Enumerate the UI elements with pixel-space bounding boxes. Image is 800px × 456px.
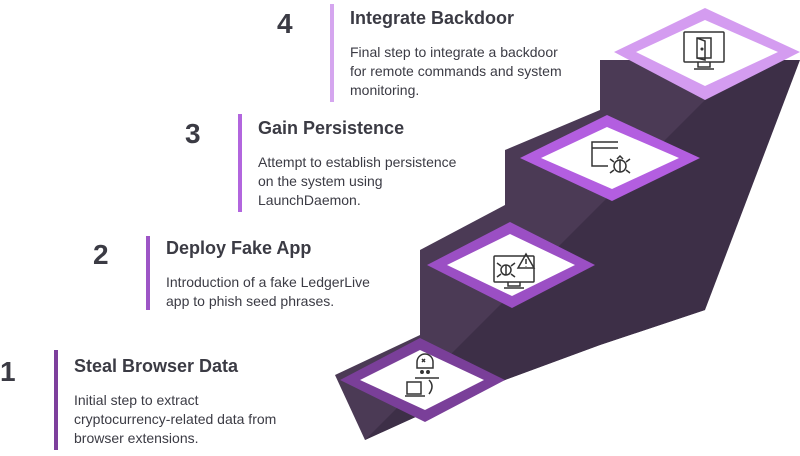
step-description: Introduction of a fake LedgerLive app to… xyxy=(166,273,370,311)
step-number: 3 xyxy=(185,118,201,149)
step-description-line: browser extensions. xyxy=(74,430,199,446)
step-description-line: app to phish seed phrases. xyxy=(166,293,335,309)
step-tile-3 xyxy=(520,115,700,201)
step-number: 2 xyxy=(93,239,109,270)
step-description-line: LaunchDaemon. xyxy=(258,192,361,208)
step-description-line: Final step to integrate a backdoor xyxy=(350,44,558,60)
step-accent-bar xyxy=(238,114,242,212)
step-description: Initial step to extract cryptocurrency-r… xyxy=(74,391,276,448)
step-accent-bar xyxy=(146,236,150,310)
block-side xyxy=(705,60,800,310)
step-title: Integrate Backdoor xyxy=(350,8,515,28)
step-tile-2 xyxy=(427,222,595,308)
step-description-line: on the system using xyxy=(258,173,383,189)
monitor-door-icon xyxy=(683,31,725,70)
monitor-bug-warning-icon xyxy=(493,252,536,289)
step-title: Deploy Fake App xyxy=(166,238,312,258)
step-tile-1 xyxy=(340,338,505,422)
step-description-line: Introduction of a fake LedgerLive xyxy=(166,274,370,290)
step-description: Attempt to establish persistence on the … xyxy=(258,153,456,210)
step-description-line: for remote commands and system xyxy=(350,63,562,79)
step-title: Steal Browser Data xyxy=(74,356,239,376)
step-description: Final step to integrate a backdoor for r… xyxy=(350,43,562,100)
step-accent-bar xyxy=(54,350,58,450)
step-number: 1 xyxy=(0,356,16,387)
step-description-line: cryptocurrency-related data from xyxy=(74,411,277,427)
window-bug-icon xyxy=(591,141,631,174)
step-description-line: Attempt to establish persistence xyxy=(258,154,457,170)
step-accent-bar xyxy=(330,4,334,102)
step-number: 4 xyxy=(277,8,293,39)
step-title: Gain Persistence xyxy=(258,118,405,138)
step-description-line: Initial step to extract xyxy=(74,392,199,408)
step-description-line: monitoring. xyxy=(350,82,420,98)
step-tile-4 xyxy=(614,8,800,100)
hacker-laptop-icon xyxy=(405,353,439,397)
